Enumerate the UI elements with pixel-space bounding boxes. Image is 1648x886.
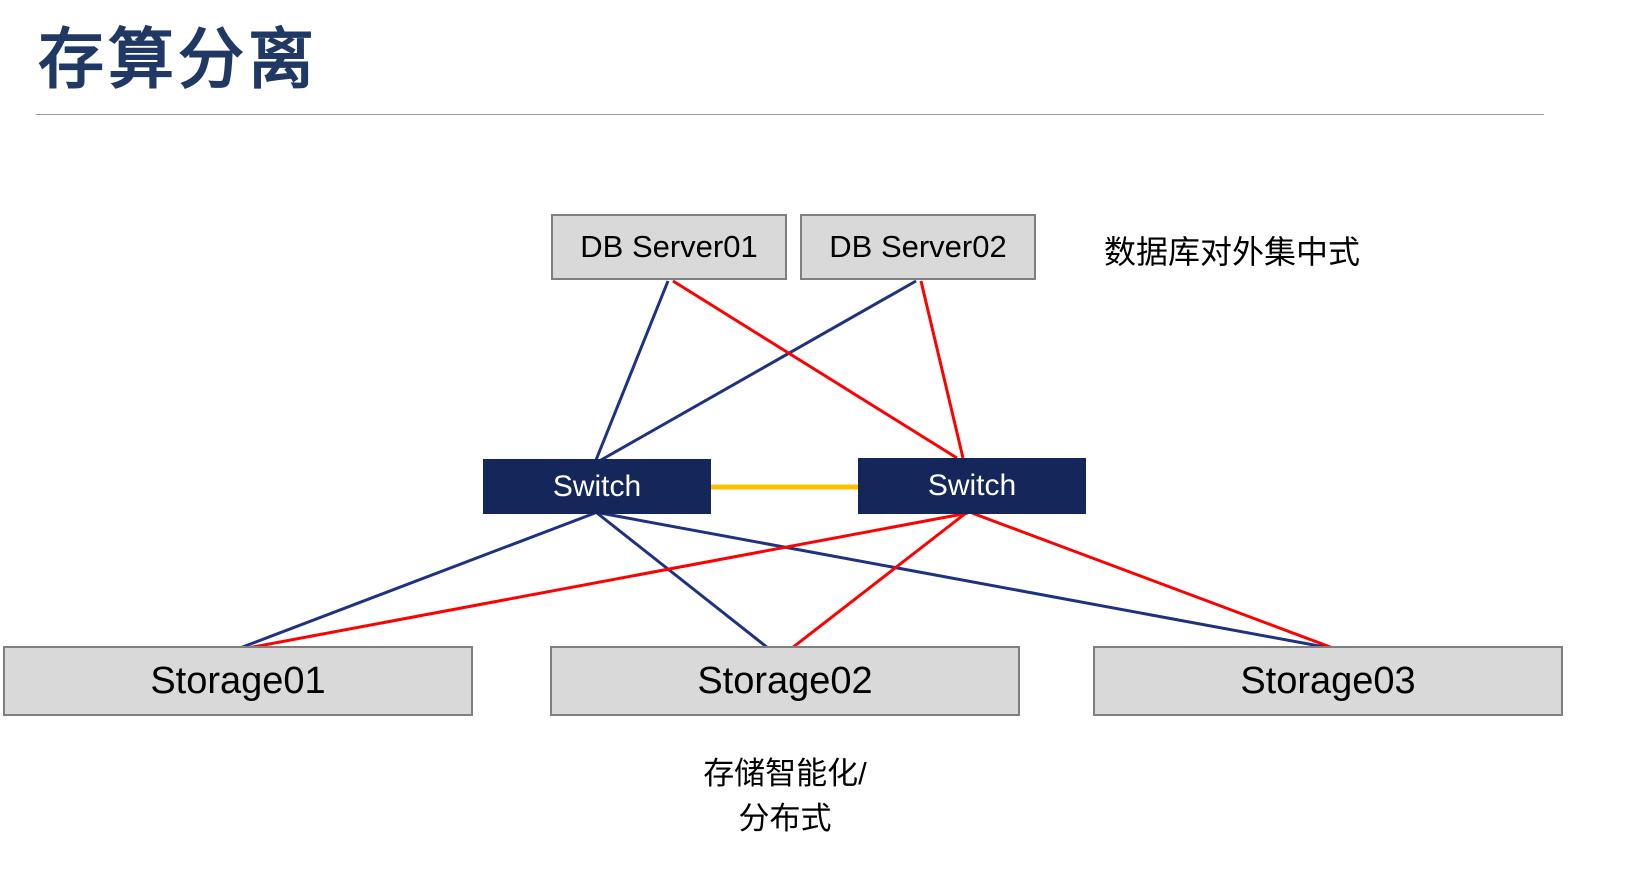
link-dbserver02-switch2: [919, 280, 965, 459]
storage03-label: Storage03: [1240, 659, 1416, 702]
db-server01-box: DB Server01: [551, 214, 787, 280]
switch1-label: Switch: [552, 469, 642, 503]
db-server01-label: DB Server01: [580, 229, 758, 264]
link-switch2-storage03: [971, 511, 1334, 650]
link-switch2-storage01: [247, 511, 969, 650]
link-dbserver01-switch1: [594, 280, 670, 461]
title-divider: [36, 114, 1544, 115]
page-title: 存算分离: [38, 22, 318, 96]
storage03-box: Storage03: [1093, 646, 1563, 716]
storage01-label: Storage01: [150, 659, 326, 702]
storage01-box: Storage01: [3, 646, 473, 716]
switch1-box: Switch: [483, 459, 711, 514]
switch2-box: Switch: [858, 458, 1086, 514]
storage-annotation: 存储智能化/ 分布式: [550, 752, 1020, 842]
link-switch1-storage02: [596, 511, 769, 650]
link-dbserver02-switch1: [600, 279, 917, 462]
link-dbserver01-switch2: [672, 279, 958, 460]
storage-annotation-line1: 存储智能化/: [703, 756, 867, 791]
storage02-label: Storage02: [697, 659, 873, 702]
db-server02-label: DB Server02: [829, 229, 1007, 264]
link-switch1-storage03: [599, 511, 1331, 650]
server-annotation: 数据库对外集中式: [1104, 234, 1361, 270]
link-switch2-storage02: [791, 511, 967, 650]
link-switch1-storage01: [239, 511, 596, 650]
storage02-box: Storage02: [550, 646, 1020, 716]
storage-annotation-line2: 分布式: [738, 800, 832, 836]
switch2-label: Switch: [927, 469, 1017, 502]
db-server02-box: DB Server02: [800, 214, 1036, 280]
